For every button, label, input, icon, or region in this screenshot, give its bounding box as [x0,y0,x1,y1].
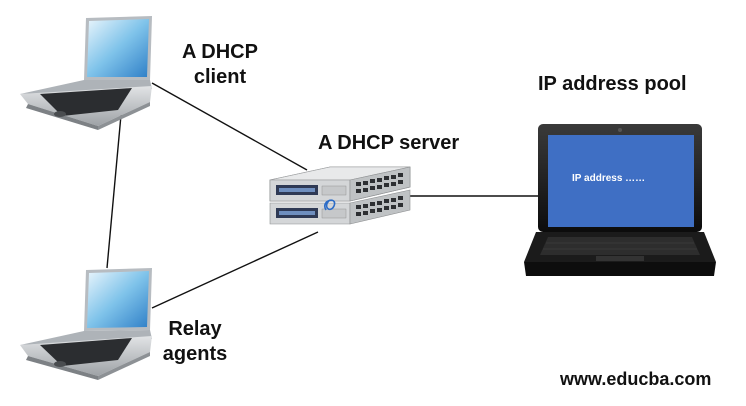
relay-label: Relay agents [160,317,230,367]
server-label: A DHCP server [318,132,460,154]
client-label-line1: A DHCP [182,41,258,63]
pool-screen-text: IP address …… [572,173,646,184]
pool-laptop-icon [524,124,716,276]
relay-label-line1: Relay [168,318,222,340]
edge-client-relay [106,114,122,269]
client-label: A DHCP client [170,40,270,90]
relay-label-line2: agents [162,343,228,365]
edge-relay-server [151,231,319,309]
edge-client-server [151,82,308,171]
server-switch-icon [269,166,411,225]
edges [106,82,538,309]
watermark-text: www.educba.com [560,369,712,389]
client-label-line2: client [193,66,247,88]
relay-laptop-icon [20,268,152,380]
pool-label: IP address pool [538,73,687,95]
client-laptop-icon [20,16,152,130]
